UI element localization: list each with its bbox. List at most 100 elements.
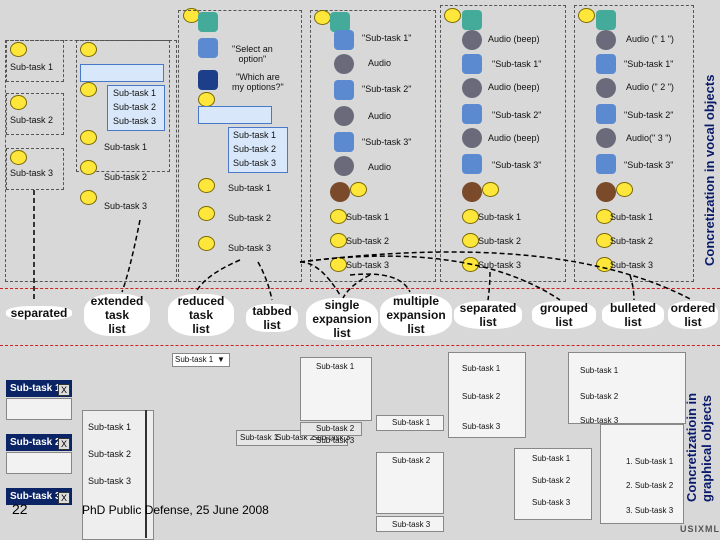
help-icon <box>462 154 482 174</box>
reduced-blue-item-1: Sub-task 1 <box>233 130 277 140</box>
close-icon[interactable]: X <box>58 492 70 504</box>
graph-ext-item-3[interactable]: Sub-task 3 <box>88 476 132 486</box>
graph-dropdown-value: Sub-task 1 <box>175 355 214 364</box>
graph-bullet-item-3[interactable]: Sub-task 3 <box>580 416 619 425</box>
speech-bubble-icon <box>616 182 633 197</box>
speech-bubble-icon <box>462 233 479 248</box>
caption-tabbed: tabbed list <box>246 304 298 332</box>
speaker-person-icon <box>596 182 616 202</box>
ext-frame-inner <box>76 40 170 172</box>
graph-grouped-panel <box>514 448 592 520</box>
vocal1-prompt-6: Audio <box>368 162 392 172</box>
arrow-single-2 <box>299 261 341 296</box>
graph-ord-item-2[interactable]: 2. Sub-task 2 <box>626 481 674 490</box>
close-icon[interactable]: X <box>58 384 70 396</box>
separator-top <box>0 288 720 289</box>
arrow-extended <box>121 219 141 293</box>
chevron-down-icon[interactable]: ▼ <box>217 355 225 364</box>
left-item-1: Sub-task 1 <box>10 62 54 72</box>
audio-icon <box>334 156 354 176</box>
graph-dark-item-2[interactable]: Sub-task 2 <box>6 434 72 451</box>
vocal2-prompt-1: Audio (beep) <box>488 34 540 44</box>
vocal2-prompt-5: Audio (beep) <box>488 133 540 143</box>
graph-sep-item-1[interactable]: Sub-task 1 <box>462 364 501 373</box>
tab-sub-task-3[interactable]: Sub-task 3 <box>312 433 351 442</box>
graph-multi-item-1[interactable]: Sub-task 1 <box>392 418 431 427</box>
graph-grp-item-2[interactable]: Sub-task 2 <box>532 476 571 485</box>
graph-bullet-item-2[interactable]: Sub-task 2 <box>580 392 619 401</box>
speech-bubble-icon <box>596 257 613 272</box>
close-icon[interactable]: X <box>58 438 70 450</box>
graph-bulleted-panel <box>568 352 686 424</box>
arrow-bulleted <box>629 274 635 301</box>
speech-bubble-icon <box>10 95 27 110</box>
vocal3-item-1: Sub-task 1 <box>610 212 654 222</box>
vocal-frame-2 <box>440 5 566 282</box>
vocal1-item-3: Sub-task 3 <box>346 260 390 270</box>
graph-bullet-item-1[interactable]: Sub-task 1 <box>580 366 619 375</box>
graph-multi-item-3[interactable]: Sub-task 3 <box>392 520 431 529</box>
graph-dark-item-3-label: Sub-task 3 <box>10 491 61 502</box>
label-vocal-objects: Concretization in vocal objects <box>702 74 717 266</box>
graph-extended-list <box>82 410 154 540</box>
graph-dropdown[interactable] <box>172 353 230 367</box>
ext-blue-item-1: Sub-task 1 <box>113 88 157 98</box>
graph-ord-item-3[interactable]: 3. Sub-task 3 <box>626 506 674 515</box>
vocal3-prompt-6: "Sub-task 3" <box>624 160 674 170</box>
graph-grp-item-1[interactable]: Sub-task 1 <box>532 454 571 463</box>
caption-grouped-list: grouped list <box>532 301 596 329</box>
tab-sub-task-2[interactable]: Sub-task 2 <box>276 433 315 442</box>
vocal3-prompt-1: Audio (" 1 ") <box>626 34 674 44</box>
left-item-1-box <box>6 40 64 82</box>
help-icon <box>334 80 354 100</box>
graph-ord-item-1[interactable]: 1. Sub-task 1 <box>626 457 674 466</box>
ext-blue-item-2: Sub-task 2 <box>113 102 157 112</box>
ext-blue-item-3: Sub-task 3 <box>113 116 157 126</box>
ext-item-1: Sub-task 1 <box>104 142 148 152</box>
vocal2-item-3: Sub-task 3 <box>478 260 522 270</box>
speech-bubble-icon <box>80 130 97 145</box>
graph-dark-item-1[interactable]: Sub-task 1 <box>6 380 72 397</box>
graph-multi-item-2[interactable]: Sub-task 2 <box>392 456 431 465</box>
graph-single-item-2[interactable]: Sub-task 2 <box>316 424 355 433</box>
graph-single-exp-panel <box>300 357 372 421</box>
arrow-multiple <box>349 273 411 293</box>
ext-item-2: Sub-task 2 <box>104 172 148 182</box>
tab-sub-task-1[interactable]: Sub-task 1 <box>240 433 279 442</box>
audio-icon <box>462 128 482 148</box>
graph-sep-item-2[interactable]: Sub-task 2 <box>462 392 501 401</box>
speaker-person-icon <box>330 182 350 202</box>
audio-icon <box>596 30 616 50</box>
speech-bubble-icon <box>596 209 613 224</box>
usixml-logo: USIXML <box>680 524 720 534</box>
arrow-tabbed <box>257 261 273 301</box>
vocal1-item-1: Sub-task 1 <box>346 212 390 222</box>
left-item-3: Sub-task 3 <box>10 168 54 178</box>
left-item-2-box <box>6 93 64 135</box>
tabbed-item-2: Sub-task 2 <box>228 213 272 223</box>
graph-grp-item-3[interactable]: Sub-task 3 <box>532 498 571 507</box>
ext-item-3: Sub-task 3 <box>104 201 148 211</box>
graph-single-item-3[interactable]: Sub-task 3 <box>316 436 355 445</box>
caption-single-expansion: single expansion list <box>306 298 378 340</box>
graph-ext-item-2[interactable]: Sub-task 2 <box>88 449 132 459</box>
audio-icon <box>596 128 616 148</box>
graph-sep-item-3[interactable]: Sub-task 3 <box>462 422 501 431</box>
vocal3-prompt-4: "Sub-task 2" <box>624 110 674 120</box>
graph-ext-item-1[interactable]: Sub-task 1 <box>88 422 132 432</box>
graph-dark-item-3[interactable]: Sub-task 3 <box>6 488 72 505</box>
page-number: 22 <box>12 501 28 517</box>
speech-bubble-icon <box>80 160 97 175</box>
graph-single-item-1[interactable]: Sub-task 1 <box>316 362 355 371</box>
caption-bulleted-list: bulleted list <box>602 301 664 329</box>
left-item-3-box <box>6 148 64 190</box>
vocal-frame-3 <box>574 5 694 282</box>
speech-bubble-icon <box>198 206 215 221</box>
scrollbar[interactable] <box>145 410 147 538</box>
graph-separated-panel <box>448 352 526 438</box>
speech-bubble-icon <box>330 233 347 248</box>
speech-bubble-icon <box>330 257 347 272</box>
vocal2-item-2: Sub-task 2 <box>478 236 522 246</box>
speech-bubble-icon <box>80 82 97 97</box>
vocal3-item-3: Sub-task 3 <box>610 260 654 270</box>
